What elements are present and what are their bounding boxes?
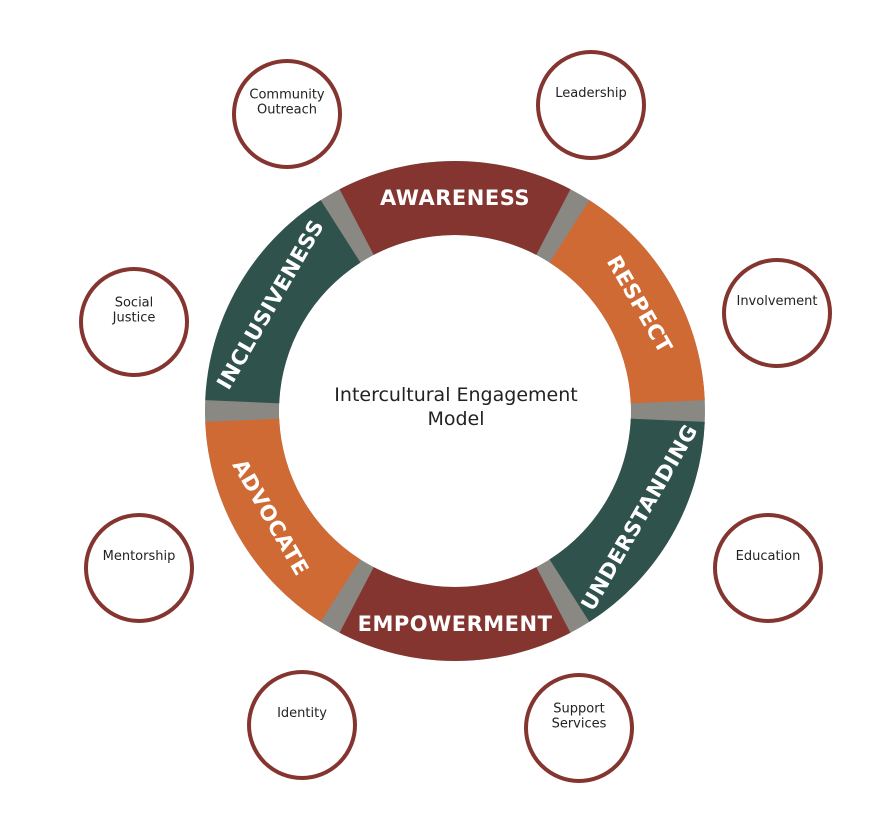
center-title-line-1: Intercultural Engagement	[334, 384, 577, 406]
outer-nodes: LeadershipInvolvementEducationSupportSer…	[79, 50, 832, 783]
node-circle-education	[713, 513, 823, 623]
node-label-identity: Identity	[277, 706, 327, 721]
node-label-community-outreach: Community	[249, 88, 325, 103]
segment-label-empowerment: EMPOWERMENT	[358, 612, 553, 636]
ring-segment-awareness	[339, 161, 571, 255]
node-circle-support-services	[524, 673, 634, 783]
center-title: Intercultural Engagement Model	[334, 384, 577, 430]
node-label-support-services: Services	[552, 717, 607, 732]
node-circle-community-outreach	[232, 59, 342, 169]
node-label-mentorship: Mentorship	[103, 549, 176, 564]
segment-label-awareness: AWARENESS	[380, 186, 530, 210]
node-label-social-justice: Social	[115, 296, 154, 311]
ring-segment-respect	[549, 200, 705, 404]
node-circle-leadership	[536, 50, 646, 160]
node-label-education: Education	[736, 549, 801, 564]
center-title-line-2: Model	[427, 408, 484, 430]
node-label-community-outreach: Outreach	[257, 103, 317, 118]
node-circle-involvement	[722, 258, 832, 368]
ring	[204, 161, 705, 662]
ring-segment-understanding	[549, 418, 705, 622]
node-circle-social-justice	[79, 267, 189, 377]
node-education: Education	[713, 513, 823, 623]
node-circle-mentorship	[84, 513, 194, 623]
ring-segment-advocate	[205, 418, 361, 622]
ring-segment-inclusiveness	[205, 200, 361, 404]
node-label-leadership: Leadership	[555, 86, 626, 101]
node-circle-identity	[247, 670, 357, 780]
ring-segment-empowerment	[339, 567, 571, 662]
node-label-involvement: Involvement	[736, 294, 817, 309]
node-label-social-justice: Justice	[112, 311, 156, 326]
node-leadership: Leadership	[536, 50, 646, 160]
node-identity: Identity	[247, 670, 357, 780]
node-label-support-services: Support	[553, 702, 604, 717]
node-involvement: Involvement	[722, 258, 832, 368]
node-mentorship: Mentorship	[84, 513, 194, 623]
